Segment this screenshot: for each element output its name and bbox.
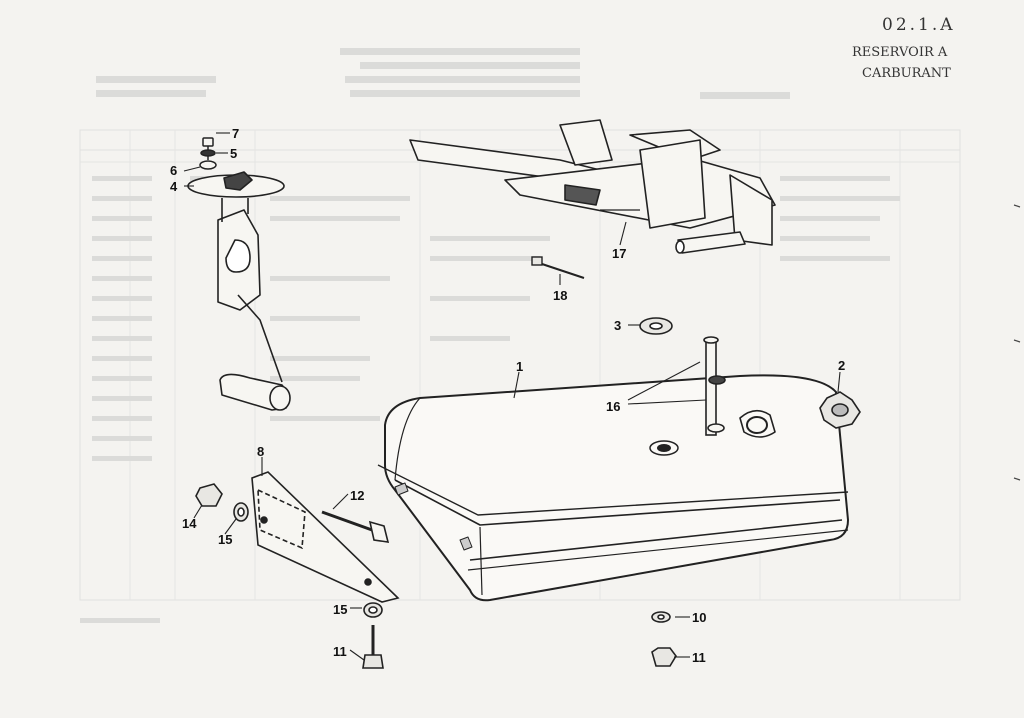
drain-screw	[531, 256, 585, 279]
nut-and-washer-left	[195, 483, 249, 522]
callout-11: 11	[692, 650, 706, 665]
callout-13: 12	[350, 488, 364, 503]
callout-2: 2	[838, 358, 845, 373]
callout-14: 14	[182, 516, 197, 531]
callout-8: 8	[257, 444, 264, 459]
handwritten-header: 02.1.A RESERVOIR A CARBURANT	[852, 15, 956, 81]
bolt-and-washer-bottom	[362, 602, 384, 669]
callout-17: 17	[612, 246, 626, 261]
filler-cap	[819, 391, 861, 429]
leader-lines	[183, 132, 841, 661]
sheet-title-line2: CARBURANT	[862, 66, 951, 81]
chassis-crossmember	[409, 119, 776, 254]
fuel-sender-unit	[187, 171, 291, 411]
callout-10: 10	[692, 610, 706, 625]
callout-6: 6	[170, 163, 177, 178]
callout-12: 11	[333, 644, 347, 659]
washer-and-nut-right	[651, 611, 677, 667]
tank-bracket	[251, 471, 400, 603]
fuel-tank	[377, 374, 849, 602]
callout-15-bottom: 15	[333, 602, 347, 617]
callout-labels: 7 5 6 4 18 17 3 1 16 2 8 12 14 15 15 11 …	[170, 126, 845, 665]
sheet-title-line1: RESERVOIR A	[852, 45, 948, 60]
callout-1: 1	[516, 359, 523, 374]
callout-7: 7	[232, 126, 239, 141]
screw-washer-group	[199, 137, 217, 170]
callout-15-left: 15	[218, 532, 232, 547]
gasket-ring	[639, 317, 673, 335]
vent-pipe	[703, 336, 726, 436]
callout-4: 4	[170, 179, 178, 194]
callout-16: 16	[606, 399, 620, 414]
callout-5: 5	[230, 146, 237, 161]
callout-3: 3	[614, 318, 621, 333]
callout-18: 18	[553, 288, 567, 303]
scan-marks	[1013, 204, 1021, 481]
bolt-long	[321, 510, 390, 543]
sheet-reference: 02.1.A	[882, 15, 956, 35]
